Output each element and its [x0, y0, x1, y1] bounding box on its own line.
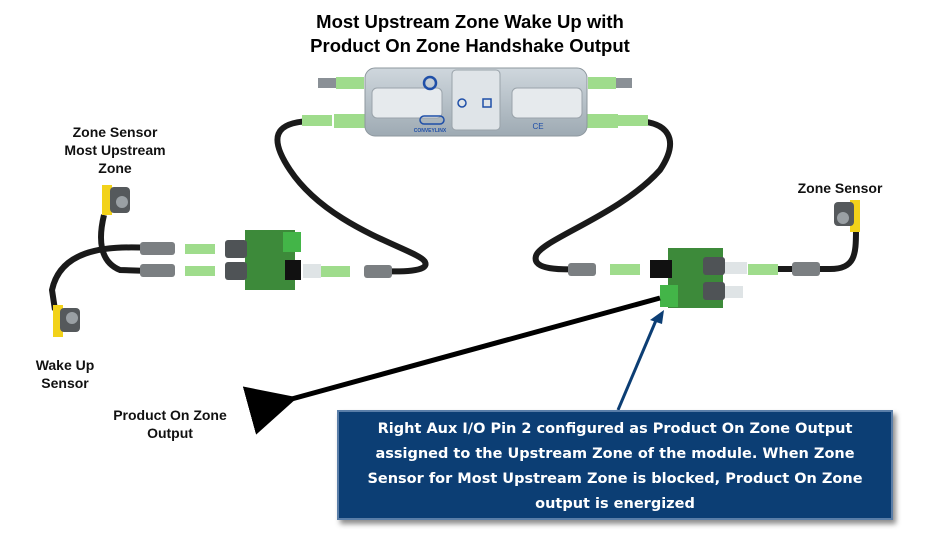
sensor-zone-upstream — [102, 185, 130, 215]
conveylinx-module: CONVEYLINX CE — [318, 67, 632, 137]
left-sensor-cables — [48, 214, 215, 311]
power-icon — [457, 98, 467, 108]
left-aux-pcb — [225, 230, 321, 290]
callout-pointer — [616, 317, 659, 411]
title-line-1: Most Upstream Zone Wake Up with — [316, 11, 624, 32]
sensor-wake-up — [53, 305, 80, 337]
label-line: Wake Up — [35, 357, 95, 373]
brand-text: CONVEYLINX — [414, 128, 447, 134]
aux-io-terminal — [660, 285, 678, 307]
right-aux-pcb — [650, 248, 747, 308]
callout-text: Right Aux I/O Pin 2 configured as Produc… — [367, 421, 863, 512]
label-zone-sensor-upstream: Zone Sensor Most Upstream Zone — [50, 123, 180, 177]
label-product-on-zone-output: Product On Zone Output — [100, 406, 240, 442]
label-line: Zone Sensor — [72, 124, 158, 140]
connector-green — [618, 115, 648, 126]
label-wake-up-sensor: Wake Up Sensor — [20, 356, 110, 392]
title-line-2: Product On Zone Handshake Output — [310, 35, 630, 56]
connector-green — [320, 266, 350, 277]
callout-arrowhead — [650, 310, 664, 324]
label-line: Sensor — [41, 375, 89, 391]
diagram-title: Most Upstream Zone Wake Up with Product … — [200, 10, 740, 58]
label-zone-sensor-right: Zone Sensor — [797, 180, 883, 196]
label-line: Product On Zone — [113, 407, 227, 423]
cable-left — [274, 115, 429, 278]
right-sensor-cable — [748, 200, 860, 276]
connector-green — [610, 264, 640, 275]
callout-box: Right Aux I/O Pin 2 configured as Produc… — [337, 410, 893, 520]
label-line: Zone — [98, 160, 132, 176]
label-line: Most Upstream — [64, 142, 166, 158]
cable-sleeve — [568, 263, 596, 276]
connector-green — [302, 115, 332, 126]
cable-sleeve — [364, 265, 392, 278]
label-line: Output — [147, 425, 193, 441]
output-arrow — [242, 295, 661, 435]
logo-icon — [422, 75, 438, 91]
status-icon — [482, 98, 492, 108]
ce-mark: CE — [532, 122, 543, 131]
cable-right — [532, 115, 673, 276]
